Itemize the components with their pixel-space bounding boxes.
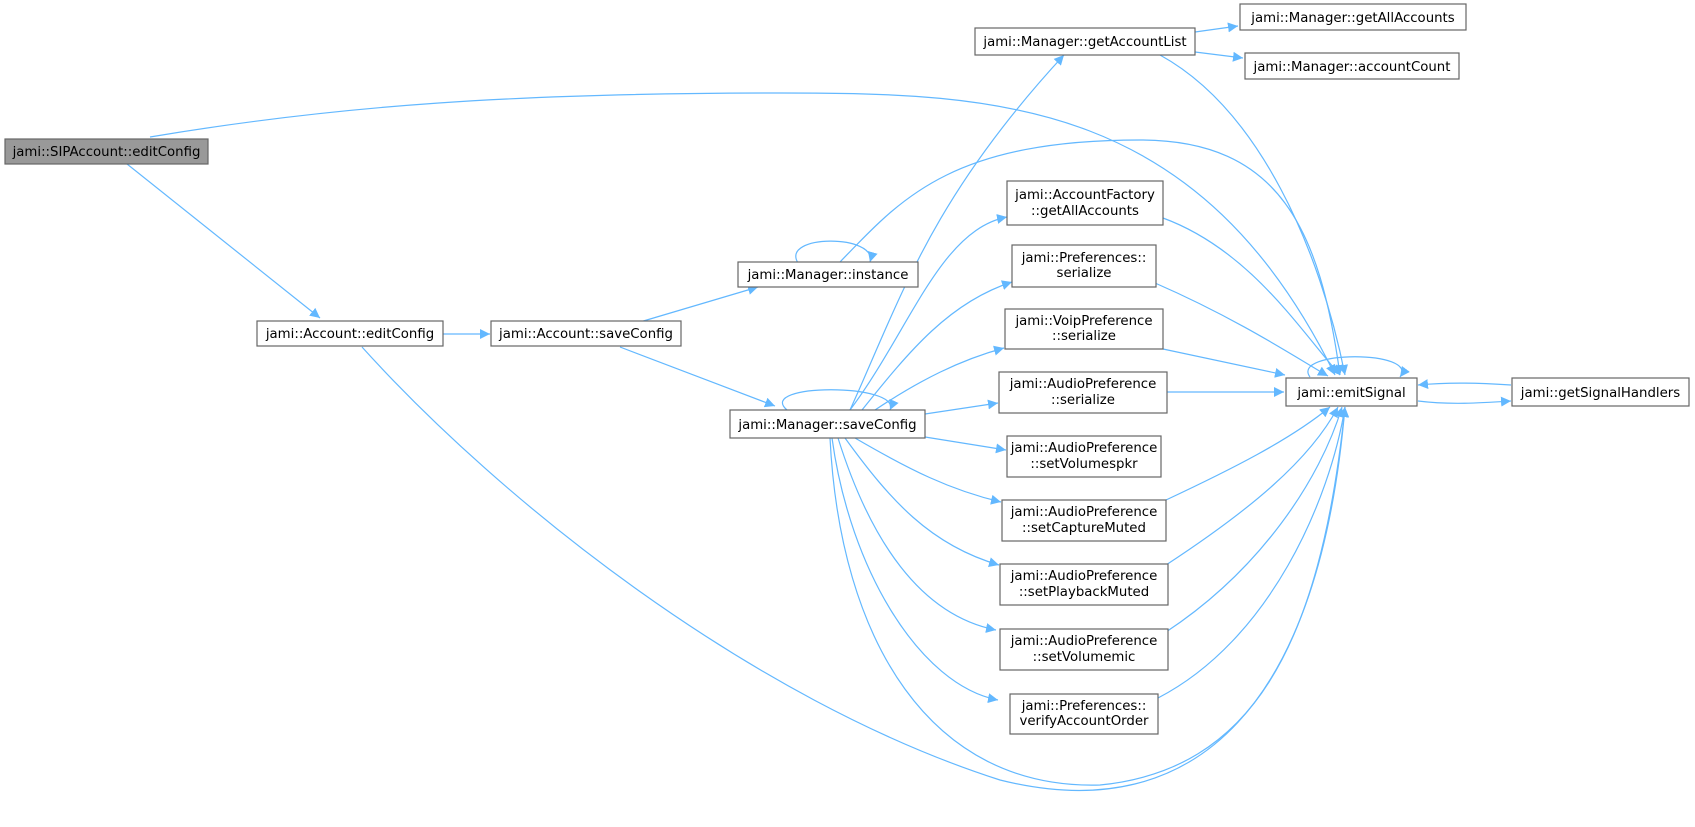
node-manager-instance[interactable]: jami::Manager::instance [737,261,919,288]
edge-manager-save-self [782,389,899,411]
edge-manager-save-to-account-factory [849,214,1008,411]
node-label: jami::Account::saveConfig [498,327,673,342]
node-account-edit-config[interactable]: jami::Account::editConfig [256,320,444,347]
node-manager-save-config[interactable]: jami::Manager::saveConfig [729,409,926,439]
nodes: jami::SIPAccount::editConfig jami::Accou… [4,3,1690,735]
node-label: jami::Manager::saveConfig [737,418,916,433]
edge-manager-save-to-audio-playback-muted [844,437,1000,568]
node-audio-preference-set-playback-muted[interactable]: jami::AudioPreference ::setPlaybackMuted [999,563,1169,606]
node-label: jami::AudioPreference [1009,377,1157,392]
edge-manager-save-to-emit-signal [829,406,1349,786]
node-label: jami::AudioPreference [1010,569,1158,584]
edge-preferences-serialize-to-emit-signal [1154,282,1329,377]
edge-sip-edit-to-account-edit [126,163,321,319]
node-audio-preference-serialize[interactable]: jami::AudioPreference ::serialize [998,371,1168,414]
node-audio-preference-set-volumemic[interactable]: jami::AudioPreference ::setVolumemic [999,628,1169,671]
node-manager-get-all-accounts[interactable]: jami::Manager::getAllAccounts [1239,3,1467,31]
node-label: jami::AccountFactory [1014,188,1155,203]
edge-manager-instance-to-emit-signal [839,139,1344,376]
edge-get-signal-handlers-to-emit-signal [1417,379,1512,390]
node-preferences-verify-account-order[interactable]: jami::Preferences:: verifyAccountOrder [1009,693,1159,735]
node-label: serialize [1057,266,1112,281]
node-label: verifyAccountOrder [1019,714,1149,729]
edge-manager-save-to-audio-serialize [924,399,999,415]
node-label: jami::Manager::getAllAccounts [1250,11,1454,26]
node-label: jami::AudioPreference [1010,441,1158,456]
edge-audio-volumemic-to-emit-signal [1165,406,1344,633]
edge-audio-playback-muted-to-emit-signal [1165,406,1339,566]
edge-manager-save-to-verify-account-order [831,437,999,704]
node-label: ::getAllAccounts [1031,204,1139,219]
edge-manager-save-to-audio-volumemic [837,437,997,633]
edge-get-account-list-to-emit-signal [1159,54,1348,376]
edge-manager-instance-self [795,240,878,264]
node-label: ::serialize [1052,329,1116,344]
node-label: jami::Preferences:: [1021,251,1147,266]
edge-account-save-to-manager-instance [639,285,759,323]
node-voip-preference-serialize[interactable]: jami::VoipPreference ::serialize [1004,308,1164,350]
node-label: ::setCaptureMuted [1022,521,1146,536]
edge-account-factory-to-emit-signal [1162,217,1341,376]
node-label: jami::Account::editConfig [265,327,434,342]
node-label: jami::AudioPreference [1010,505,1158,520]
edge-manager-save-to-preferences-serialize [861,280,1013,411]
node-get-signal-handlers[interactable]: jami::getSignalHandlers [1511,377,1690,407]
node-label: ::setVolumemic [1033,650,1136,665]
edge-sip-edit-to-emit-signal [149,92,1336,376]
node-label: ::serialize [1051,393,1115,408]
node-label: jami::Manager::instance [747,268,909,283]
edge-manager-save-to-audio-volumespkr [924,436,1007,454]
node-label: jami::SIPAccount::editConfig [12,145,201,160]
node-audio-preference-set-capture-muted[interactable]: jami::AudioPreference ::setCaptureMuted [1001,499,1167,542]
node-manager-get-account-list[interactable]: jami::Manager::getAccountList [974,27,1196,56]
node-account-factory-get-all-accounts[interactable]: jami::AccountFactory ::getAllAccounts [1006,180,1164,226]
edge-emit-signal-to-get-signal-handlers [1417,396,1512,407]
edge-voip-serialize-to-emit-signal [1162,348,1286,378]
node-emit-signal[interactable]: jami::emitSignal [1285,377,1418,407]
node-label: jami::Manager::accountCount [1253,60,1451,75]
node-preferences-serialize[interactable]: jami::Preferences:: serialize [1011,244,1157,288]
node-label: jami::AudioPreference [1010,634,1158,649]
node-label: jami::Preferences:: [1021,699,1147,714]
edges [126,22,1512,792]
node-account-save-config[interactable]: jami::Account::saveConfig [490,320,682,347]
edge-emit-signal-self [1307,356,1410,378]
edge-manager-save-to-audio-capture-muted [854,437,1002,505]
edge-verify-account-order-to-emit-signal [1157,406,1349,699]
edge-manager-save-to-voip-serialize [874,345,1005,411]
node-label: ::setVolumespkr [1030,457,1138,472]
edge-get-account-list-to-get-all-accounts [1194,22,1239,33]
edge-audio-capture-muted-to-emit-signal [1165,406,1331,501]
node-label: jami::VoipPreference [1014,314,1152,329]
edge-get-account-list-to-account-count [1194,51,1244,62]
node-label: jami::emitSignal [1296,386,1405,401]
node-manager-account-count[interactable]: jami::Manager::accountCount [1244,52,1460,80]
edge-manager-save-to-get-account-list [849,54,1065,411]
node-label: jami::Manager::getAccountList [982,35,1186,50]
edge-account-save-to-manager-save [619,346,776,408]
node-label: jami::getSignalHandlers [1520,386,1680,401]
node-sip-account-edit-config[interactable]: jami::SIPAccount::editConfig [4,138,209,165]
node-audio-preference-set-volumespkr[interactable]: jami::AudioPreference ::setVolumespkr [1006,435,1162,478]
node-label: ::setPlaybackMuted [1019,585,1149,600]
